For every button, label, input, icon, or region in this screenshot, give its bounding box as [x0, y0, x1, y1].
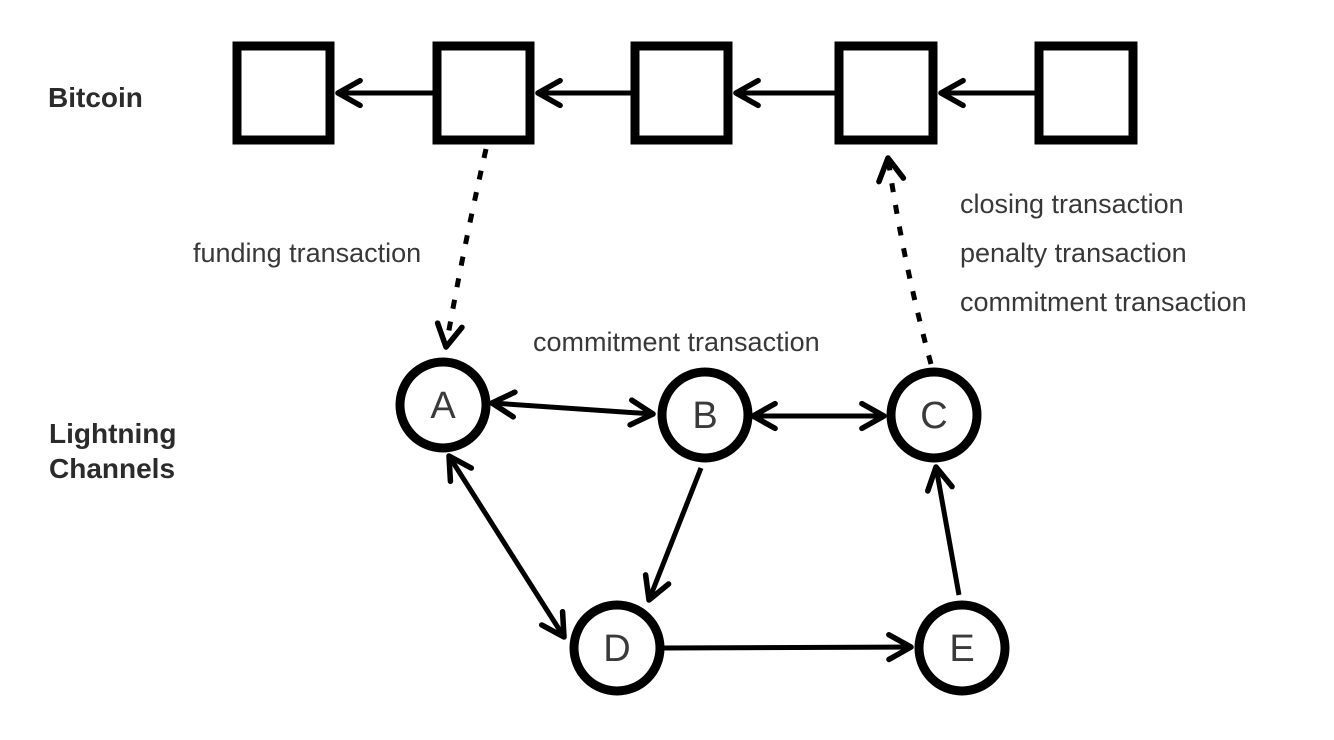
bitcoin-row-label: Bitcoin: [48, 82, 143, 113]
node-a-label: A: [430, 385, 456, 427]
node-c: C: [886, 367, 982, 463]
bitcoin-block-4: [834, 41, 938, 145]
bitcoin-block-5: [1034, 41, 1138, 145]
edge-e-c: [924, 464, 962, 596]
penalty-transaction-label: penalty transaction: [960, 238, 1187, 268]
edge-d-e: [662, 631, 914, 663]
bridge-transactions: funding transaction closing transaction …: [193, 148, 1247, 365]
node-d-label: D: [603, 628, 630, 670]
node-e-circle: [914, 600, 1010, 696]
node-d-circle: [569, 600, 665, 696]
closing-transaction-label: closing transaction: [960, 189, 1184, 219]
edge-a-b: [489, 389, 656, 428]
lightning-row-label-line1: Lightning: [49, 418, 177, 449]
lightning-channels-row: Lightning Channels commitment transactio…: [49, 327, 1010, 696]
bitcoin-block-2: [432, 41, 535, 145]
node-c-circle: [886, 367, 982, 463]
node-e: E: [914, 600, 1010, 696]
node-b: B: [657, 367, 753, 463]
node-a-circle: [395, 357, 491, 453]
bitcoin-block-3: [630, 41, 733, 145]
edge-a-d: [446, 453, 567, 640]
node-d: D: [569, 600, 665, 696]
closing-transaction-arrow: [876, 155, 934, 365]
node-b-circle: [657, 367, 753, 463]
bitcoin-blockchain-row: Bitcoin: [48, 41, 1138, 145]
node-a: A: [395, 357, 491, 453]
onchain-commitment-transaction-label: commitment transaction: [960, 287, 1247, 317]
edge-b-d: [642, 467, 704, 603]
lightning-row-label-line2: Channels: [49, 453, 175, 484]
funding-transaction-label: funding transaction: [193, 238, 421, 268]
node-c-label: C: [920, 395, 947, 437]
funding-transaction-arrow: [434, 148, 489, 350]
node-b-label: B: [692, 395, 717, 437]
channel-commitment-transaction-label: commitment transaction: [533, 327, 820, 357]
node-e-label: E: [949, 628, 974, 670]
bitcoin-block-1: [232, 41, 335, 145]
